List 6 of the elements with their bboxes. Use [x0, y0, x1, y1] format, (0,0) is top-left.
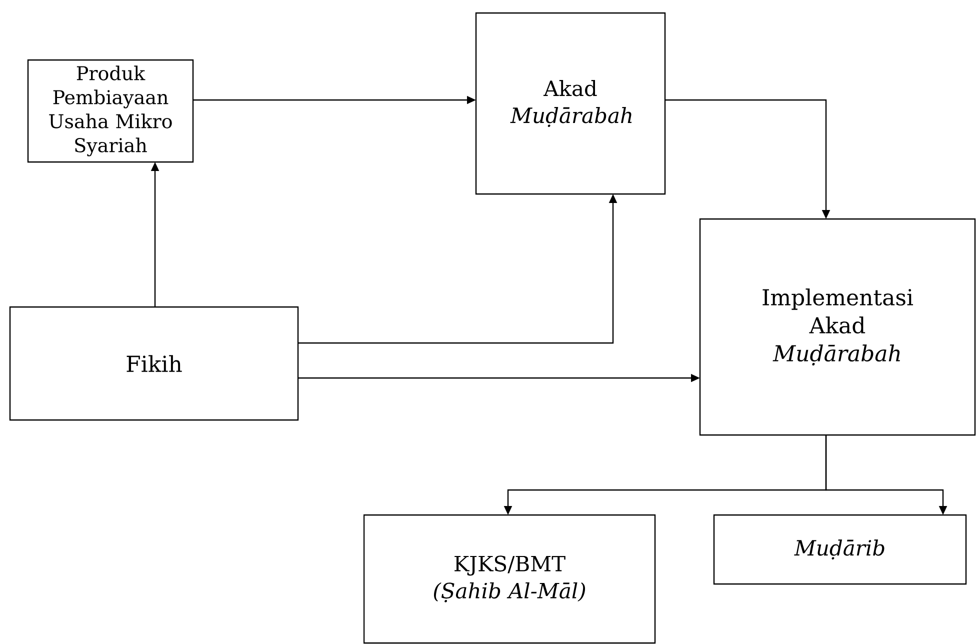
text-box: Fikih	[9, 306, 299, 421]
text-box: Implementasi Akad Muḍārabah	[699, 218, 976, 436]
text-box: Akad Muḍārabah	[475, 12, 666, 195]
text-box: Muḍārib	[713, 514, 967, 585]
text-box: Produk Pembiayaan Usaha Mikro Syariah	[27, 59, 194, 163]
text-box: KJKS/BMT (Ṣahib Al-Māl)	[363, 514, 656, 644]
